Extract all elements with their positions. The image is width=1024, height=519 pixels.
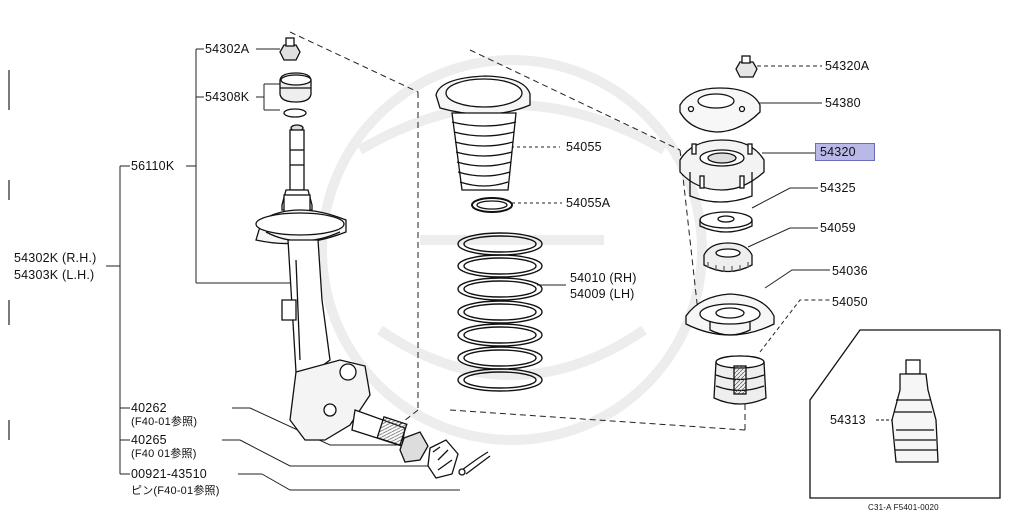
label-54059: 54059	[820, 221, 856, 235]
leader-lines-right	[505, 65, 830, 353]
label-54308K: 54308K	[205, 90, 250, 104]
label-54303K-lh: 54303K (L.H.)	[14, 268, 95, 282]
label-54036: 54036	[832, 264, 868, 278]
label-54320-highlighted[interactable]: 54320	[815, 143, 875, 161]
label-54010-rh: 54010 (RH)	[570, 271, 637, 285]
label-00921-ref: ピン(F40-01参照)	[131, 485, 220, 497]
label-40262: 40262	[131, 401, 167, 415]
label-54380: 54380	[825, 96, 861, 110]
label-54302A: 54302A	[205, 42, 250, 56]
label-54009-lh: 54009 (LH)	[570, 287, 635, 301]
label-40265-ref: (F40 01参照)	[131, 448, 197, 460]
leader-lines-left	[106, 48, 460, 491]
figure-code: C31-A F5401-0020	[868, 503, 939, 512]
label-54313: 54313	[830, 413, 866, 427]
label-54055: 54055	[566, 140, 602, 154]
label-40265: 40265	[131, 433, 167, 447]
nut-lock-cap	[427, 439, 459, 479]
mount-parts	[679, 55, 775, 405]
label-54302K-rh: 54302K (R.H.)	[14, 251, 97, 265]
inset-box	[809, 329, 1001, 499]
label-54050: 54050	[832, 295, 868, 309]
label-54320A: 54320A	[825, 59, 870, 73]
dust-boot	[435, 75, 531, 213]
strut-assembly	[255, 37, 491, 479]
coil-spring	[457, 232, 543, 392]
label-00921: 00921-43510	[131, 467, 207, 481]
label-54055A: 54055A	[566, 196, 611, 210]
inset-bump-stop	[891, 359, 939, 463]
label-40262-ref: (F40-01参照)	[131, 416, 198, 428]
label-54325: 54325	[820, 181, 856, 195]
label-56110K: 56110K	[131, 159, 175, 173]
